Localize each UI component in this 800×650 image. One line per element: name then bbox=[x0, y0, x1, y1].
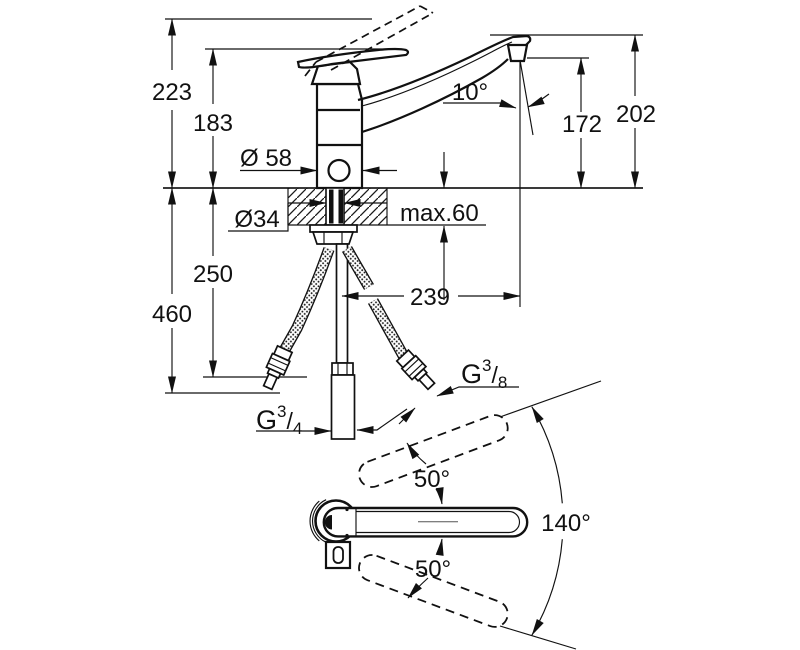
top-view-body bbox=[309, 499, 529, 570]
supply-hoses bbox=[262, 246, 436, 391]
washer bbox=[309, 224, 358, 233]
swivel-up-label: 50° bbox=[414, 466, 450, 493]
connection-length-label: 250 bbox=[193, 261, 233, 288]
mounting-hardware bbox=[287, 187, 388, 440]
stream-angle-label: 10° bbox=[452, 79, 488, 106]
reference-lines bbox=[165, 18, 643, 394]
top-view: 50° 140° 50° bbox=[309, 380, 602, 650]
counter-hatch-right bbox=[344, 188, 387, 225]
raised-lever-dashed bbox=[304, 5, 434, 77]
dimension-lines bbox=[168, 18, 639, 435]
hose-thread-num: 3 bbox=[482, 356, 491, 375]
hose-thread-g: G bbox=[461, 359, 482, 389]
base-ring bbox=[327, 158, 351, 183]
hole-diameter-label: Ø34 bbox=[234, 206, 279, 233]
aerator bbox=[506, 43, 529, 63]
max-thickness-label: max.60 bbox=[400, 200, 479, 227]
hose-length-label: 460 bbox=[152, 301, 192, 328]
hose-thread-slash: / bbox=[491, 362, 498, 388]
cartridge-mark bbox=[324, 515, 332, 530]
side-view: 223 183 Ø 58 Ø34 max.60 250 460 239 10° … bbox=[152, 5, 656, 440]
hose-fitting-right bbox=[395, 348, 436, 391]
supply-thread-slash: / bbox=[286, 408, 293, 434]
faucet-outline bbox=[296, 5, 532, 190]
counter-hatch-left bbox=[288, 188, 326, 225]
supply-thread-label: G3/4 bbox=[256, 402, 302, 438]
pipe-collar bbox=[331, 362, 354, 376]
overall-height-label: 223 bbox=[152, 79, 192, 106]
g34-tailpipe bbox=[330, 374, 356, 440]
handle-head bbox=[310, 60, 362, 86]
swivel-down-label: 50° bbox=[415, 556, 451, 583]
hose-right bbox=[342, 246, 410, 360]
supply-thread-den: 4 bbox=[293, 419, 302, 438]
body-height-label: 183 bbox=[193, 110, 233, 137]
swivel-annotations bbox=[406, 380, 602, 650]
base-diameter-label: Ø 58 bbox=[240, 145, 292, 172]
supply-thread-num: 3 bbox=[277, 402, 286, 421]
spout-height-label: 202 bbox=[616, 101, 656, 128]
mounting-nut bbox=[311, 231, 355, 245]
swivel-range-label: 140° bbox=[541, 510, 591, 537]
stream-angle-line bbox=[519, 59, 534, 136]
dimension-labels: 223 183 Ø 58 Ø34 max.60 250 460 239 10° … bbox=[152, 79, 656, 438]
swivel-labels: 50° 140° 50° bbox=[414, 466, 591, 583]
spout-reach-label: 239 bbox=[410, 284, 450, 311]
hose-fitting-left bbox=[262, 344, 294, 391]
spout bbox=[357, 34, 532, 134]
hose-left bbox=[278, 247, 335, 354]
aerator-height-label: 172 bbox=[562, 111, 602, 138]
hose-thread-den: 8 bbox=[498, 373, 507, 392]
supply-pipe bbox=[335, 243, 349, 364]
hose-thread-label: G3/8 bbox=[461, 356, 507, 392]
swivel-positions-dashed bbox=[358, 414, 509, 628]
supply-thread-g: G bbox=[256, 405, 277, 435]
